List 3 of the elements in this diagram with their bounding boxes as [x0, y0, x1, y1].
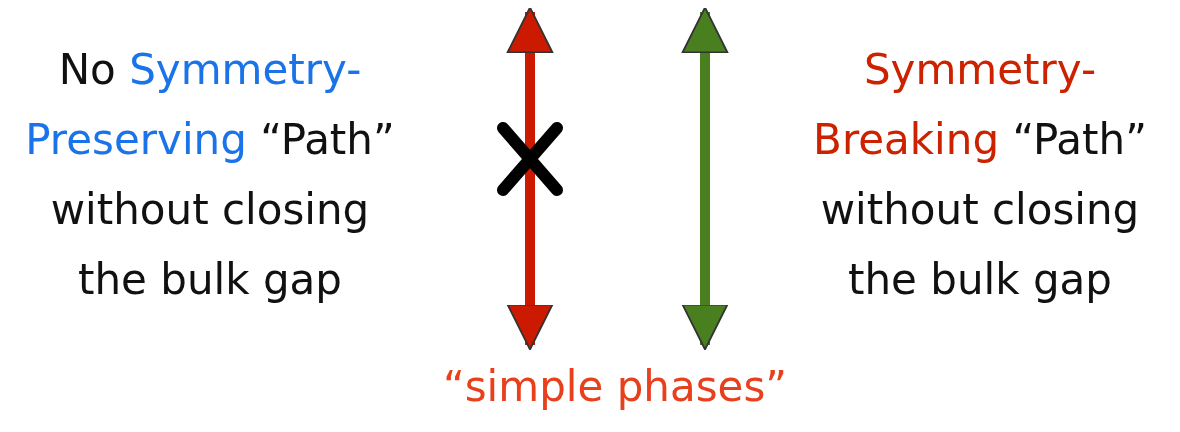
statement-text: Symmetry-Breaking “Path” without closing the bulk gap	[812, 44, 1148, 306]
statement-text: No Symmetry-Preserving “Path” without closing the bulk gap	[24, 44, 396, 306]
caption-text: “simple phases”	[441, 361, 789, 413]
